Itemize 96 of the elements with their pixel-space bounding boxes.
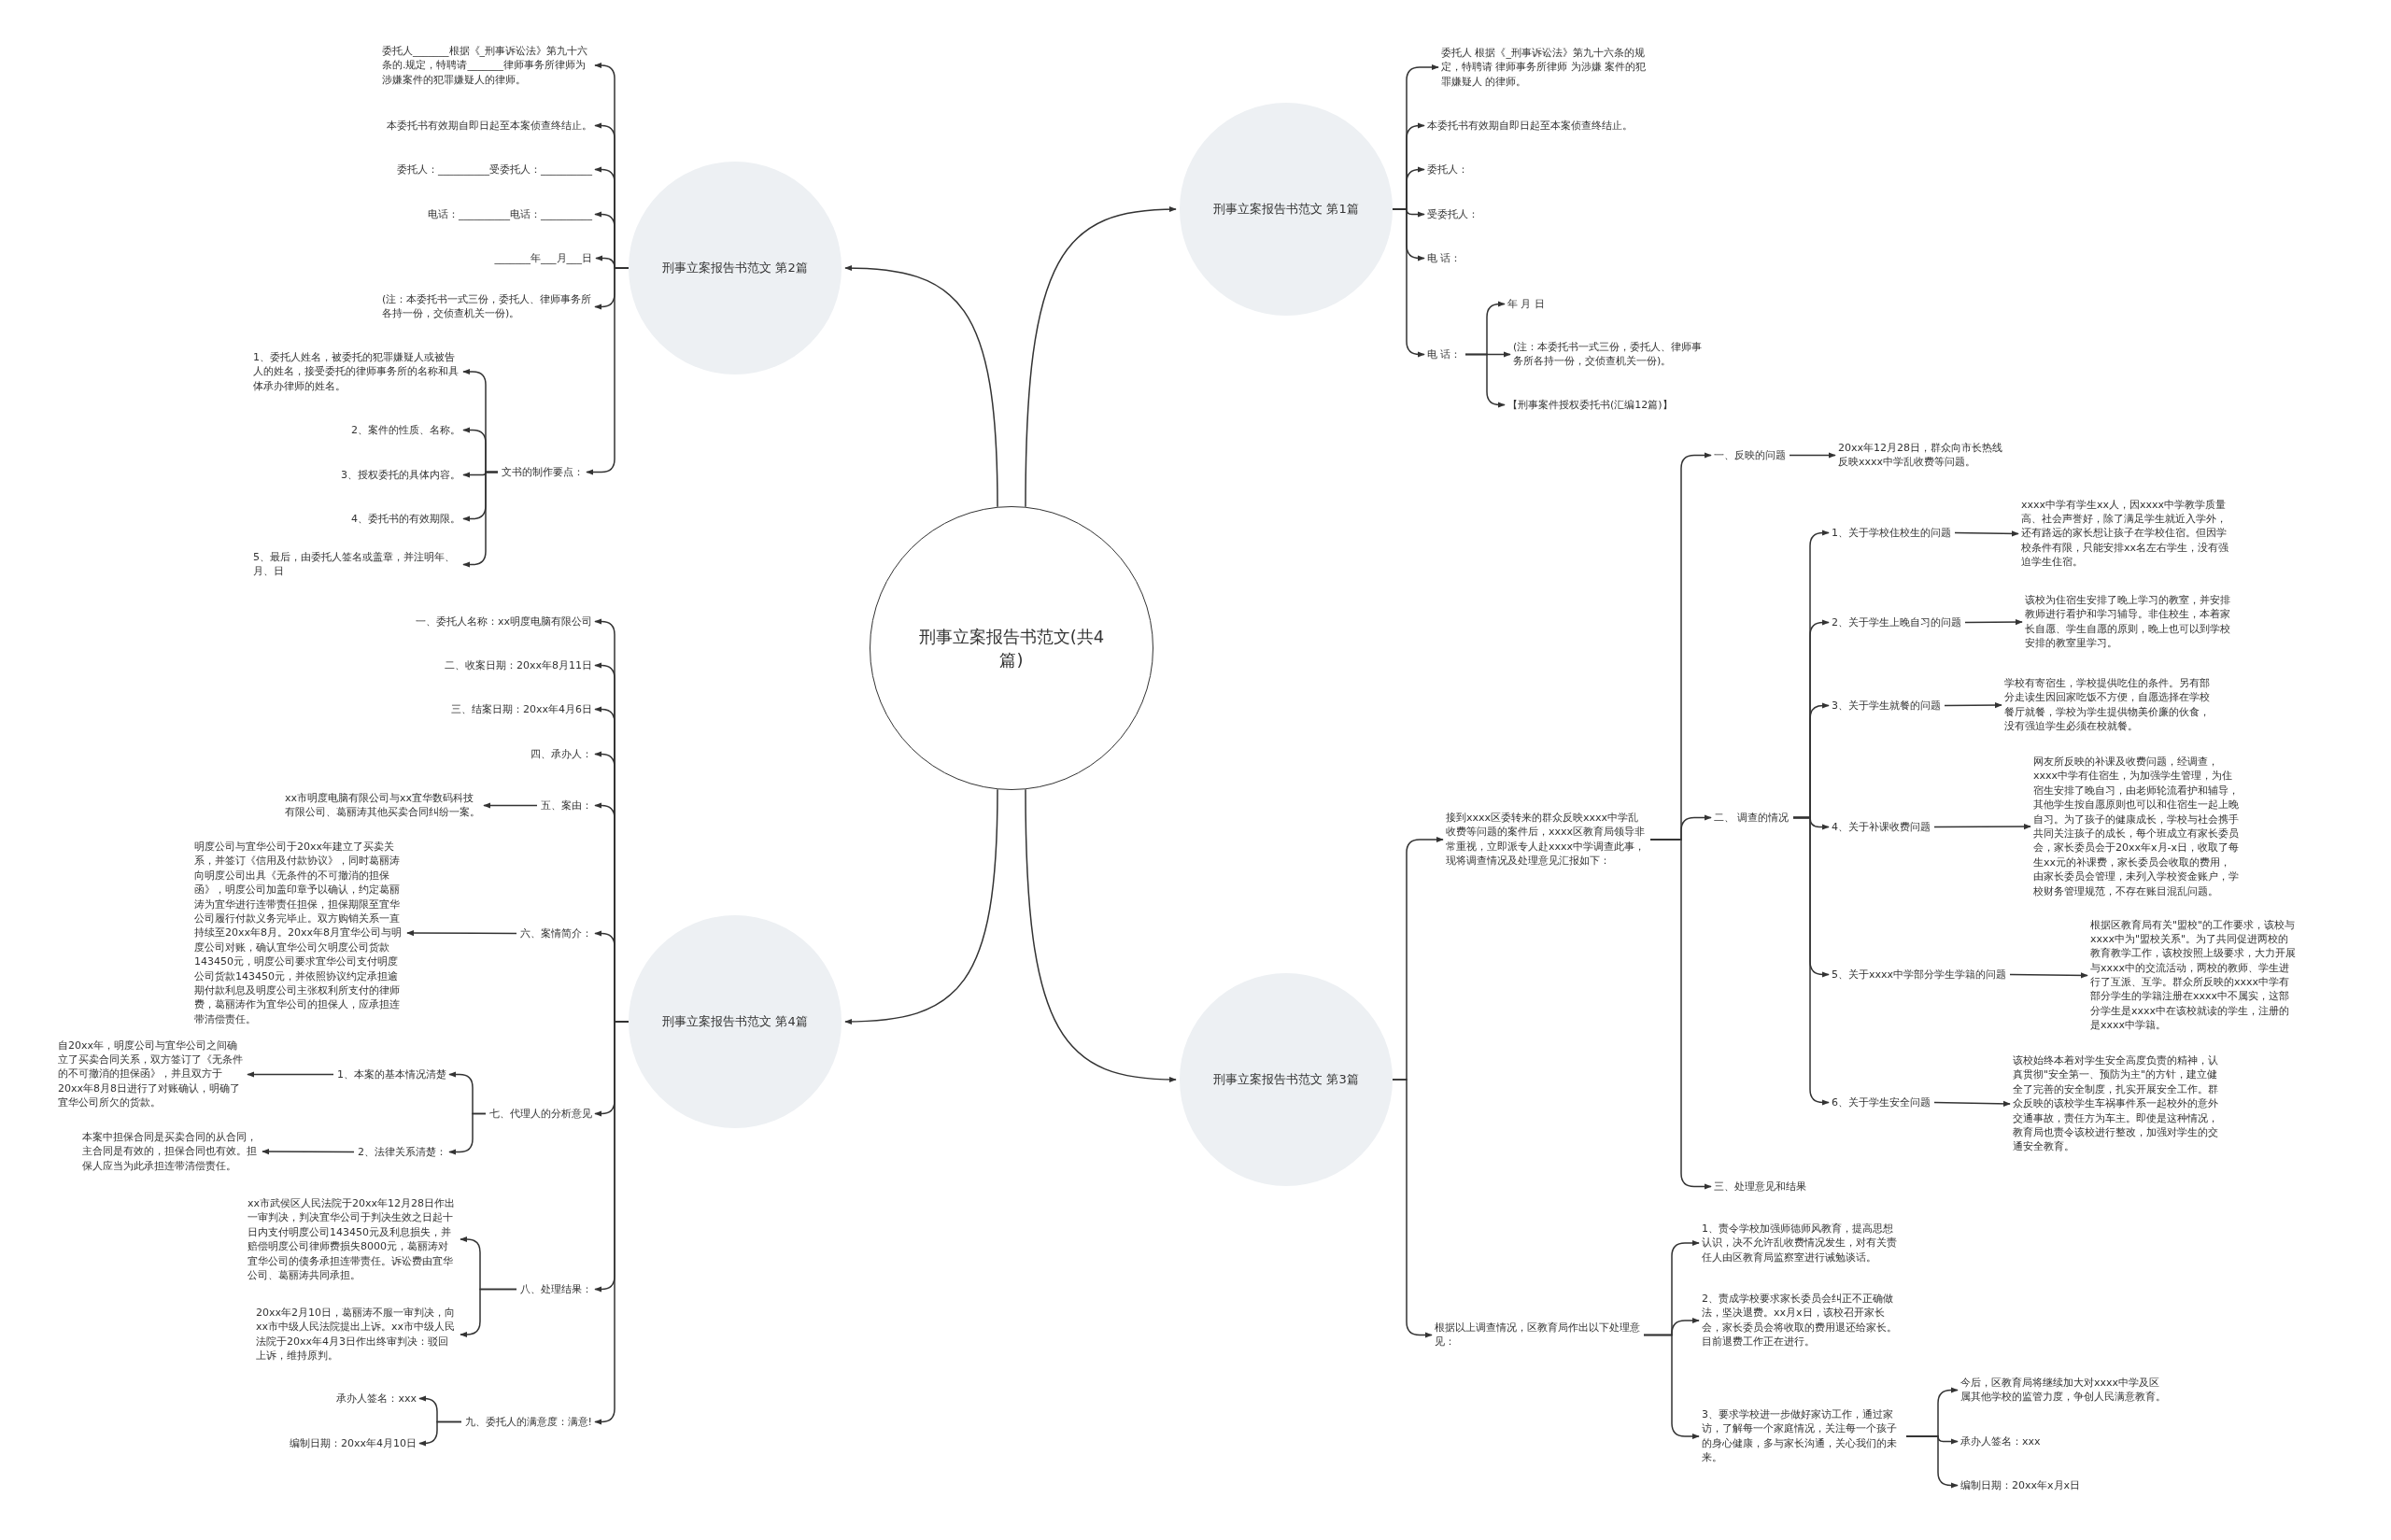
note-text: 今后，区教育局将继续加大对xxxx中学及区属其他学校的监管力度，争创人民满意教育。 <box>1960 1375 2168 1405</box>
branch-label: 1、关于学校住校生的问题 <box>1832 525 1951 540</box>
branch-label: 本委托书有效期自即日起至本案侦查终结止。 <box>387 118 592 133</box>
note-text: 根据区教育局有关"盟校"的工作要求，该校与xxxx中为"盟校关系"。为了共同促进两校的教育教学工作，该校按照上级要求，大力开展与xxxx中的交流活动，两校的教师、学生进行了互派、互学。群众所反映的xxxx中学有部分学生的学籍注册在xxxx中不属实，这部分学生是xxxx中在该校就读的学生，注册的是xxxx中学籍。 <box>2090 917 2298 1033</box>
branch-label: 5、关于xxxx中学部分学生学籍的问题 <box>1832 967 2007 982</box>
branch-label: _______年___月___日 <box>494 250 592 265</box>
note-text: 根据以上调查情况，区教育局作出以下处理意见： <box>1435 1320 1640 1349</box>
branch-label: 五、案由： <box>541 798 592 812</box>
branch-label: 委托人： <box>1427 162 1468 177</box>
branch-label: 本委托书有效期自即日起至本案侦查终结止。 <box>1427 118 1633 133</box>
connector-arrow <box>262 1148 355 1155</box>
branch-label: 年 月 日 <box>1507 296 1545 311</box>
connector-arrow <box>1643 1334 1700 1440</box>
topic-circle: 刑事立案报告书范文 第4篇 <box>629 915 842 1128</box>
branch-label: 二、收案日期：20xx年8月11日 <box>445 657 592 672</box>
note-text: 明度公司与宜华公司于20xx年建立了买卖关系，并签订《信用及付款协议》，同时葛丽涛向明度公司出具《无条件的不可撤消的担保函》，明度公司加盖印章予以确认，约定葛丽涛为宜华进行连带责任担保，担保期限至宜华公司履行付款义务完毕止。双方购销关系一直持续至20xx年8月。20xx年8月宜华公司与明度公司对账，确认宜华公司欠明度公司货款143450元，明度公司要求宜华公司支付明度公司货款143450元，并依照协议约定承担逾期付款利息及明度公司主张权利所支付的律师费，葛丽涛作为宜华公司的担保人，应承担连带清偿责任。 <box>194 840 404 1027</box>
note-text: xx市武侯区人民法院于20xx年12月28日作出一审判决，判决宜华公司于判决生效之日起十日内支付明度公司143450元及利息损失，并赔偿明度公司律师费损失8000元，葛丽涛对宜华公司的债务承担连带责任。诉讼费由宜华公司、葛丽涛共同承担。 <box>248 1196 458 1283</box>
branch-label: 电话：__________电话：__________ <box>428 206 592 221</box>
note-text: (注：本委托书一式三份，委托人、律师事务所各持一份，交侦查机关一份)。 <box>382 291 592 321</box>
connector-arrow <box>1464 353 1506 408</box>
connector-arrow <box>1905 1435 1959 1489</box>
note-text: (注：本委托书一式三份，委托人、律师事务所各持一份，交侦查机关一份)。 <box>1513 339 1709 369</box>
note-text: 本案中担保合同是买卖合同的从合同，主合同是有效的，担保合同也有效。担保人应当为此承担连带清偿责任。 <box>82 1130 260 1174</box>
note-text: 5、最后，由委托人签名或盖章，并注明年、月、日 <box>253 549 460 579</box>
branch-label: 编制日期：20xx年x月x日 <box>1960 1477 2081 1492</box>
connector-arrow <box>483 802 538 809</box>
branch-label: 八、处理结果： <box>520 1281 592 1296</box>
note-text: 1、委托人姓名，被委托的犯罪嫌疑人或被告人的姓名，接受委托的律师事务所的名称和具体承办律师的姓名。 <box>253 350 460 394</box>
central-topic-circle: 刑事立案报告书范文(共4篇) <box>870 506 1153 790</box>
note-text: xx市明度电脑有限公司与xx宜华数码科技有限公司、葛丽涛其他买卖合同纠纷一案。 <box>285 790 481 820</box>
note-text: 20xx年2月10日，葛丽涛不服一审判决，向xx市中级人民法院提出上诉。xx市中级人民法院于20xx年4月3日作出终审判决：驳回上诉，维持原判。 <box>256 1306 458 1363</box>
topic-circle: 刑事立案报告书范文 第1篇 <box>1180 103 1393 316</box>
branch-label: 一、委托人名称：xx明度电脑有限公司 <box>415 614 592 629</box>
note-text: 2、责成学校要求家长委员会纠正不正确做法，坚决退费。xx月x日，该校召开家长会，家长委员会将收取的费用退还给家长。目前退费工作正在进行。 <box>1702 1292 1903 1349</box>
connector-arrow <box>1954 530 2019 537</box>
connector-arrow <box>448 1112 487 1155</box>
branch-label: 3、授权委托的具体内容。 <box>341 467 460 482</box>
topic-circle: 刑事立案报告书范文 第3篇 <box>1180 973 1393 1186</box>
branch-label: 4、委托书的有效期限。 <box>351 511 460 526</box>
branch-label: 1、本案的基本情况清楚 <box>337 1067 446 1081</box>
branch-label: 承办人签名：xxx <box>336 1391 417 1406</box>
branch-label: 七、代理人的分析意见 <box>489 1106 592 1121</box>
branch-label: 电 话： <box>1427 346 1462 361</box>
branch-label: 2、法律关系清楚： <box>358 1144 446 1159</box>
connector-arrow <box>1792 816 1830 1106</box>
note-text: 学校有寄宿生，学校提供吃住的条件。另有部分走读生因回家吃饭不方便，自愿选择在学校餐厅就餐，学校为学生提供物美价廉的伙食，没有强迫学生必须在校就餐。 <box>2004 676 2212 734</box>
connector-arrow <box>1964 618 2023 626</box>
branch-label: 【刑事案件授权委托书(汇编12篇)】 <box>1507 397 1673 412</box>
branch-label: 受委托人： <box>1427 206 1478 221</box>
connector-arrow <box>2009 972 2088 979</box>
note-text: 20xx年12月28日，群众向市长热线反映xxxx中学乱收费等问题。 <box>1838 440 2006 470</box>
note-text: 委托人 根据《_刑事诉讼法》第九十六条的规定，特聘请 律师事务所律师 为涉嫌 案件的犯罪嫌疑人 的律师。 <box>1441 46 1647 90</box>
branch-label: 一、反映的问题 <box>1714 447 1786 462</box>
note-text: 3、要求学校进一步做好家访工作，通过家访，了解每一个家庭情况，关注每一个孩子的身心健康，多与家长沟通，关心我们的未来。 <box>1702 1407 1903 1465</box>
note-text: 该校为住宿生安排了晚上学习的教室，并安排教师进行看护和学习辅导。非住校生，本着家长自愿、学生自愿的原则，晚上也可以到学校安排的教室里学习。 <box>2025 593 2232 651</box>
branch-label: 三、处理意见和结果 <box>1714 1179 1806 1194</box>
branch-label: 三、结案日期：20xx年4月6日 <box>451 701 592 716</box>
branch-label: 九、委托人的满意度：满意! <box>464 1414 592 1429</box>
connector-arrow <box>247 1071 334 1078</box>
note-text: 网友所反映的补课及收费问题，经调查，xxxx中学有住宿生，为加强学生管理，为住宿生安排了晚自习，由老师轮流看护和辅导，其他学生按自愿原则也可以和住宿生一起上晚自习。为了孩子的健康成长，学校与社会携手共同关注孩子的成长，每个班成立有家长委员会，家长委员会于20xx年x月-x日，收取了每生xx元的补课费，家长委员会收取的费用，由家长委员会管理，未列入学校资金账户，学校财务管理规范，不存在账目混乱问题。 <box>2033 755 2241 898</box>
note-text: 1、责令学校加强师德师风教育，提高思想认识，决不允许乱收费情况发生，对有关责任人由区教育局监察室进行诫勉谈话。 <box>1702 1222 1903 1265</box>
branch-label: 6、关于学生安全问题 <box>1832 1095 1931 1109</box>
connector-arrow <box>1025 206 1177 508</box>
connector-arrow <box>406 929 517 937</box>
branch-label: 电 话： <box>1427 250 1462 265</box>
branch-label: 二、 调查的情况 <box>1714 810 1790 825</box>
connector-arrow <box>460 1288 517 1338</box>
branch-label: 文书的制作要点： <box>502 464 584 479</box>
branch-label: 六、案情简介： <box>520 925 592 940</box>
branch-label: 4、关于补课收费问题 <box>1832 819 1931 834</box>
connector-arrow <box>844 788 998 1024</box>
branch-label: 2、关于学生上晚自习的问题 <box>1832 615 1961 629</box>
note-text: 该校始终本着对学生安全高度负责的精神，认真贯彻"安全第一、预防为主"的方针，建立健全了完善的安全制度，扎实开展安全工作。群众反映的该校学生车祸事件系一起校外的意外交通事故，责任方为车主。即使是这种情况，教育局也责令该校进行整改，加强对学生的交通安全教育。 <box>2013 1053 2220 1154</box>
connector-arrow <box>844 265 998 508</box>
connector-arrow <box>586 267 630 475</box>
connector-arrow <box>1933 1100 2011 1108</box>
branch-label: 3、关于学生就餐的问题 <box>1832 698 1941 713</box>
connector-arrow <box>1392 208 1425 358</box>
connector-arrow <box>462 471 499 568</box>
branch-label: 委托人：__________受委托人：__________ <box>397 162 592 177</box>
branch-label: 编制日期：20xx年4月10日 <box>290 1435 417 1450</box>
branch-label: 承办人签名：xxx <box>1960 1434 2041 1448</box>
connector-arrow <box>418 1420 462 1447</box>
topic-circle: 刑事立案报告书范文 第2篇 <box>629 162 842 374</box>
connector-arrow <box>1944 701 2002 709</box>
connector-arrow <box>1392 1079 1433 1338</box>
connector-arrow <box>1649 839 1712 1190</box>
note-text: 委托人_______根据《_刑事诉讼法》第九十六条的.规定，特聘请_______律师事务所律师为涉嫌案件的犯罪嫌疑人的律师。 <box>382 44 592 88</box>
connector-arrow <box>1789 452 1836 459</box>
note-text: 自20xx年，明度公司与宜华公司之间确立了买卖合同关系，双方签订了《无条件的不可撤消的担保函》，并且双方于20xx年8月8日进行了对账确认，明确了宜华公司所欠的货款。 <box>58 1038 245 1110</box>
connector-arrow <box>1025 788 1177 1082</box>
branch-label: 四、承办人： <box>531 746 592 761</box>
note-text: xxxx中学有学生xx人，因xxxx中学教学质量高、社会声誉好，除了满足学生就近入学外，还有路远的家长想让孩子在学校住宿。但因学校条件有限，只能安排xx名左右学生，没有强迫学生住宿。 <box>2021 497 2231 570</box>
branch-label: 2、案件的性质、名称。 <box>351 422 460 437</box>
connector-arrow <box>1933 823 2031 830</box>
note-text: 接到xxxx区委转来的群众反映xxxx中学乱收费等问题的案件后，xxxx区教育局领导非常重视，立即派专人赴xxxx中学调查此事，现将调查情况及处理意见汇报如下： <box>1446 811 1647 869</box>
